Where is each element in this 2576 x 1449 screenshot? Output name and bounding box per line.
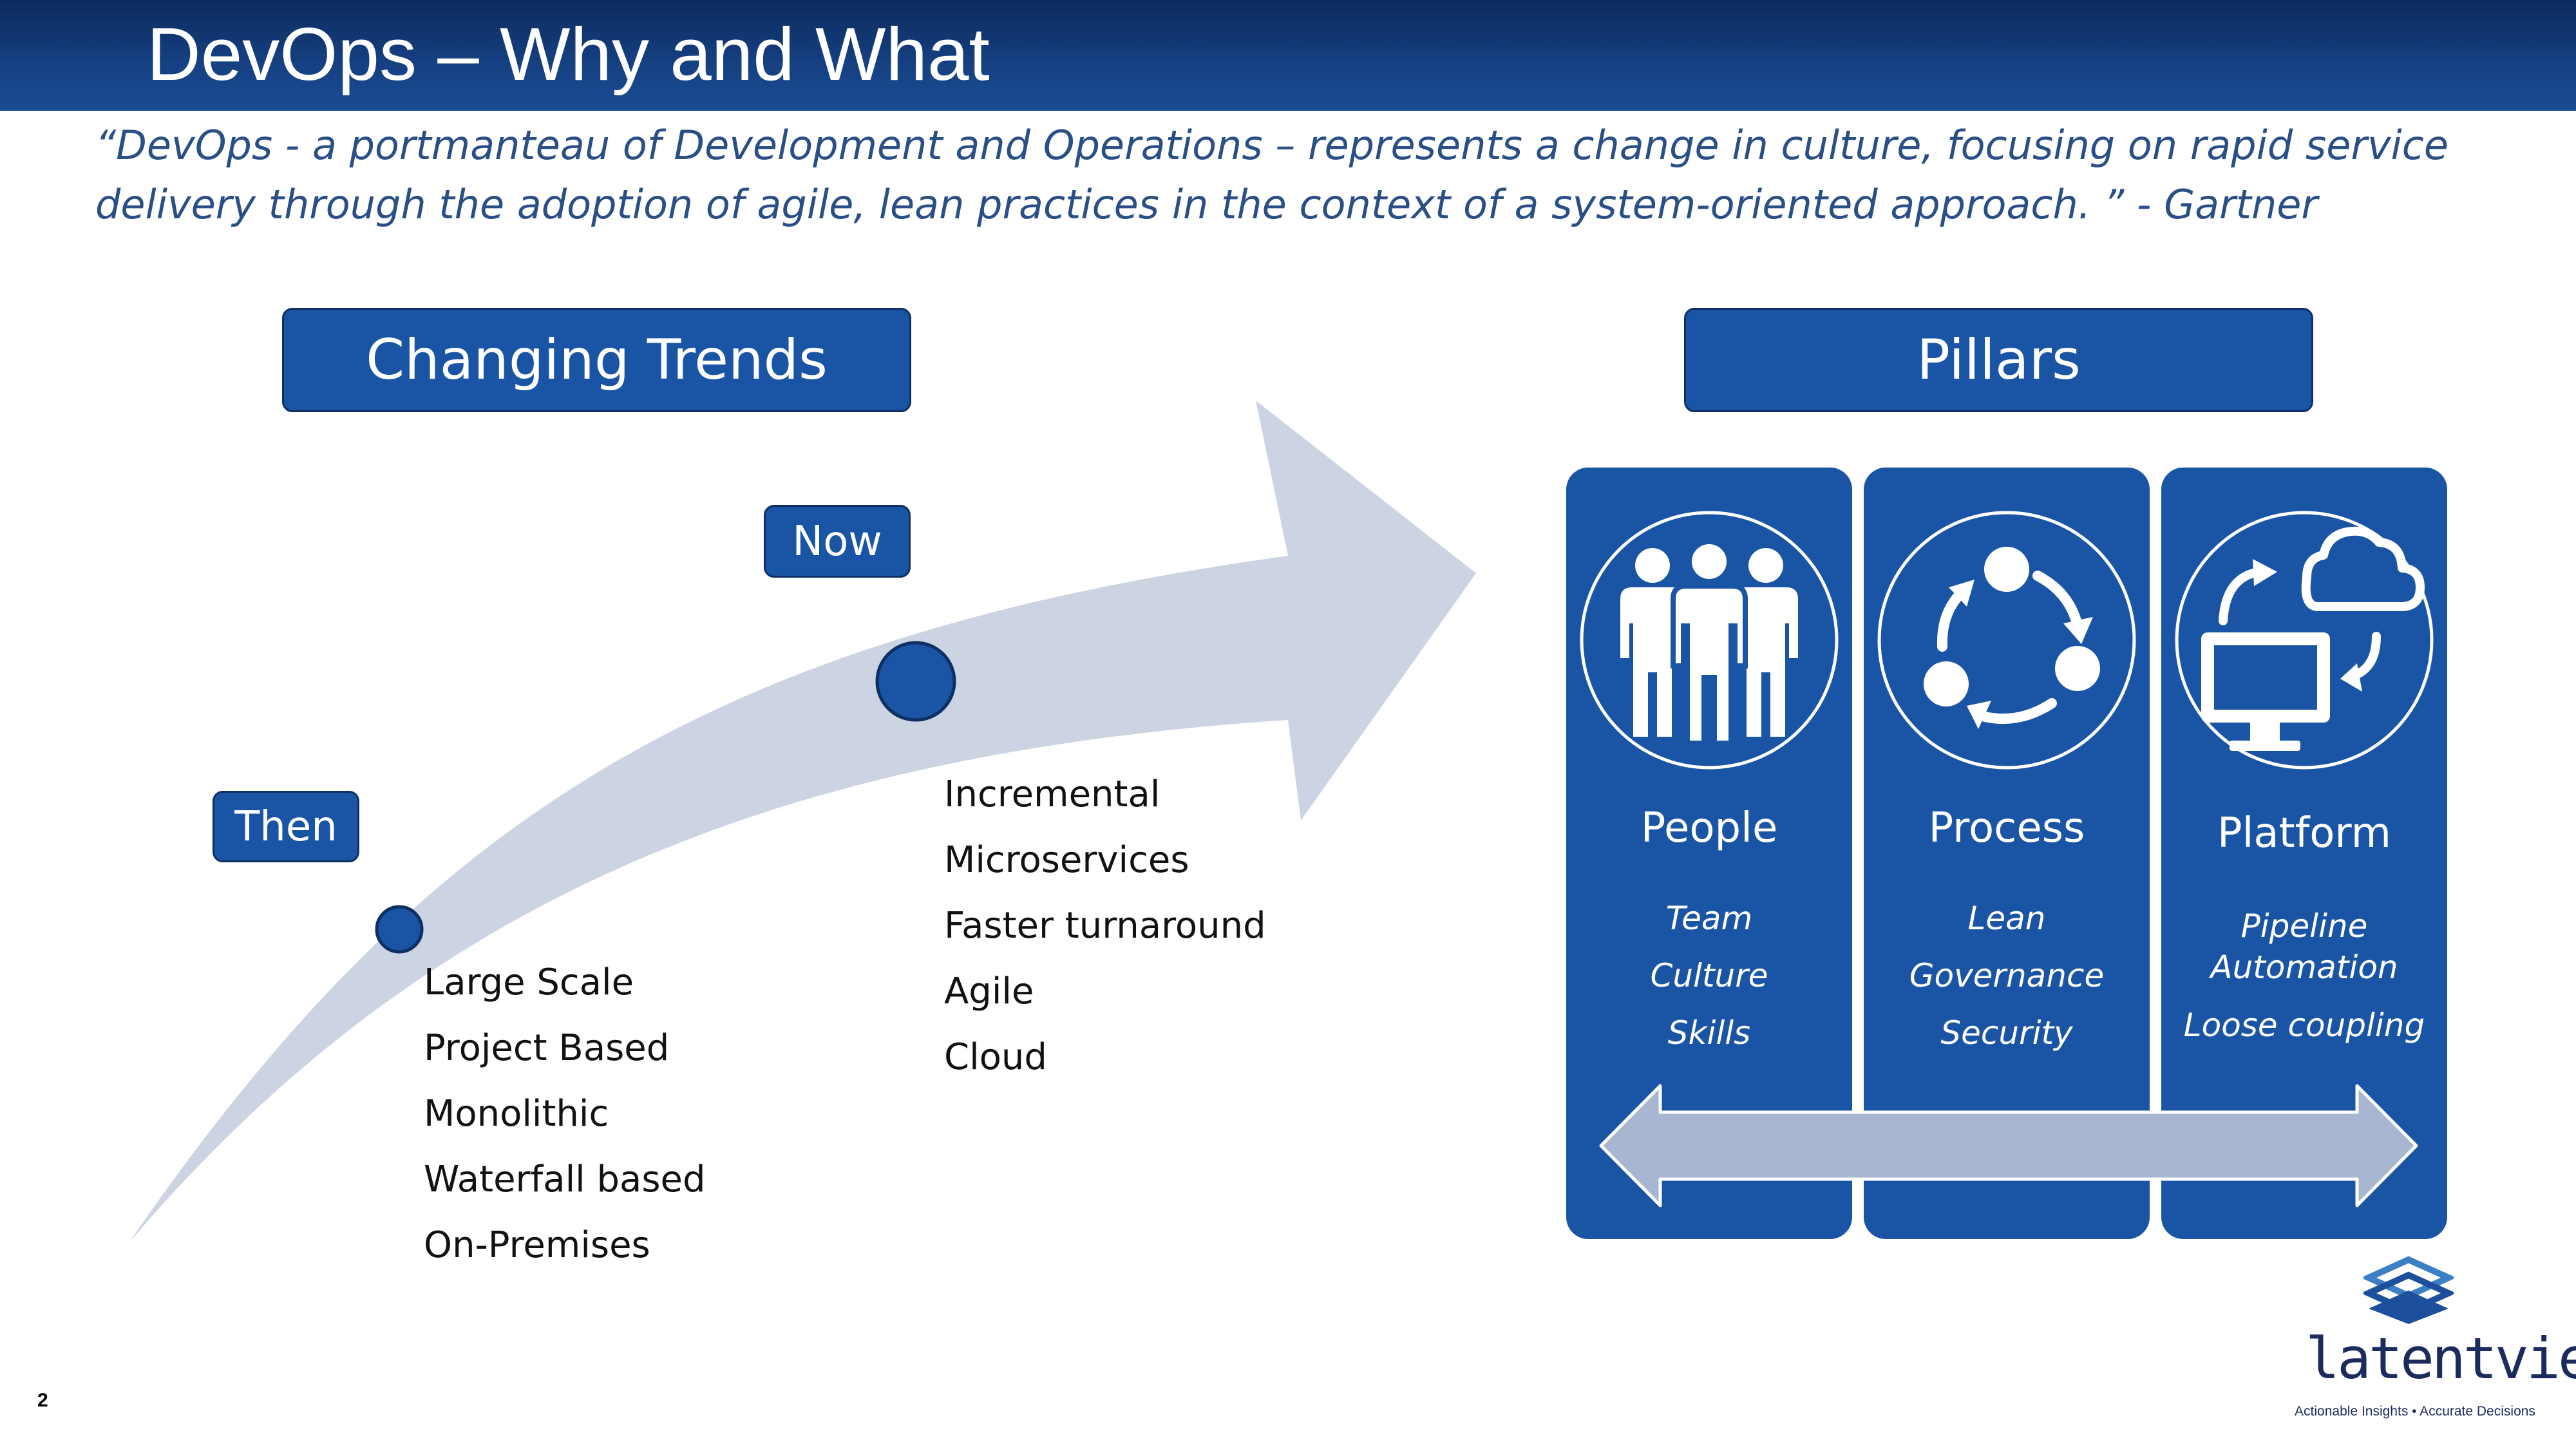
page-number: 2 — [37, 1390, 48, 1411]
pillar-platform: Platform Pipeline Automation Loose coupl… — [2161, 468, 2447, 1239]
pillar-line: Pipeline — [2240, 907, 2368, 945]
then-marker — [375, 905, 424, 954]
pillar-line: Automation — [2210, 949, 2398, 986]
pillar-line: Loose coupling — [2183, 1007, 2425, 1044]
list-item: Large Scale — [424, 961, 634, 1003]
list-item: Faster turnaround — [944, 905, 1266, 947]
list-item: Microservices — [944, 839, 1189, 881]
quote-line-1: “DevOps - a portmanteau of Development a… — [95, 122, 2448, 169]
now-marker — [875, 641, 956, 722]
pillar-process: Process Lean Governance Security — [1864, 468, 2150, 1239]
then-list: Large Scale Project Based Monolithic Wat… — [424, 950, 706, 1278]
changing-trends-heading: Changing Trends — [282, 308, 911, 412]
pillar-line: Skills — [1667, 1014, 1751, 1052]
logo-wordmark: latentview — [2306, 1325, 2576, 1392]
then-label: Then — [213, 791, 359, 862]
pillar-name: Platform — [2217, 810, 2391, 857]
gartner-quote: “DevOps - a portmanteau of Development a… — [95, 116, 2504, 234]
pillar-people: People Team Culture Skills — [1566, 468, 1852, 1239]
list-item: On-Premises — [424, 1224, 650, 1266]
pillar-name: People — [1640, 804, 1778, 852]
list-item: Project Based — [424, 1027, 670, 1069]
trend-arrow-shape — [129, 401, 1476, 1243]
now-list: Incremental Microservices Faster turnaro… — [944, 762, 1266, 1090]
cycle-process-icon — [1877, 511, 2136, 770]
list-item: Cloud — [944, 1036, 1047, 1078]
logo-tagline: Actionable Insights • Accurate Decisions — [2295, 1404, 2535, 1419]
people-icon — [1580, 511, 1839, 770]
latentview-logo-mark — [2363, 1256, 2454, 1324]
quote-line-2: delivery through the adoption of agile, … — [95, 181, 2318, 228]
pillar-line: Security — [1940, 1014, 2073, 1052]
pillar-line: Lean — [1967, 900, 2046, 937]
list-item: Agile — [944, 971, 1034, 1012]
slide-title: DevOps – Why and What — [147, 12, 990, 96]
pillar-line: Governance — [1909, 957, 2105, 994]
cloud-monitor-icon — [2175, 511, 2434, 770]
title-bar: DevOps – Why and What — [0, 0, 2576, 111]
pillar-line: Culture — [1650, 957, 1768, 994]
pillar-line: Team — [1665, 900, 1753, 937]
pillar-name: Process — [1928, 804, 2085, 852]
now-label: Now — [764, 505, 911, 578]
list-item: Incremental — [944, 773, 1160, 815]
pillars-heading: Pillars — [1684, 308, 2313, 412]
list-item: Waterfall based — [424, 1159, 706, 1200]
list-item: Monolithic — [424, 1093, 609, 1135]
